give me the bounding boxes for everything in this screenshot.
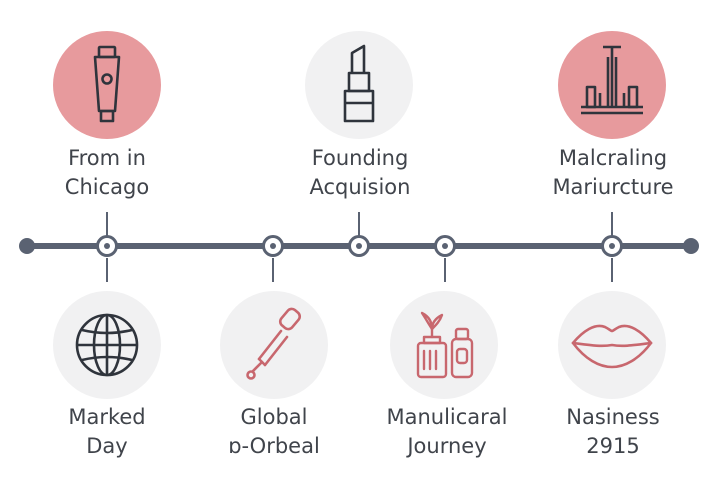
milestone-label-line: Manulicaral <box>386 405 508 429</box>
connector-line <box>358 212 360 236</box>
connector-line <box>611 258 613 282</box>
milestone-bottom-3-circle <box>390 291 498 399</box>
milestone-top-1-label: From in Chicago <box>22 144 192 202</box>
milestone-label-line: Global <box>240 405 308 429</box>
milestone-top-2-circle <box>305 31 413 139</box>
connector-line <box>611 212 613 236</box>
milestone-label-line: Mariurcture <box>552 175 674 199</box>
lips-icon <box>571 324 653 369</box>
milestone-label-line: From in <box>68 146 146 170</box>
milestone-label-line: 2915 <box>586 434 640 458</box>
milestone-bottom-2-label: Global ɒ-Orbeal <box>189 403 359 461</box>
milestone-label-line: Day <box>86 434 128 458</box>
milestone-bottom-2-circle <box>220 291 328 399</box>
milestone-top-3-label: Malcraling Mariurcture <box>528 144 698 202</box>
milestone-label-line: ɒ-Orbeal <box>228 434 320 458</box>
milestone-top-3-circle <box>558 31 666 139</box>
milestone-bottom-4-circle <box>558 291 666 399</box>
dropper-icon <box>246 307 302 380</box>
lipstick-icon <box>343 44 375 123</box>
milestone-bottom-3-label: Manulicaral Journey <box>362 403 532 461</box>
connector-line <box>106 212 108 236</box>
milestone-bottom-4-label: Nasiness 2915 <box>528 403 698 461</box>
milestone-top-2-label: Founding Acquision <box>275 144 445 202</box>
timeline-node <box>262 235 284 257</box>
milestone-label-line: Malcraling <box>558 146 668 170</box>
timeline-node <box>434 235 456 257</box>
connector-line <box>444 258 446 282</box>
timeline-node <box>601 235 623 257</box>
globe-icon <box>75 313 139 377</box>
timeline-start-dot <box>19 238 35 254</box>
milestone-top-1-circle <box>53 31 161 139</box>
milestone-label-line: Founding <box>311 146 409 170</box>
bottles-icon <box>416 311 474 379</box>
milestone-label-line: Journey <box>407 434 487 458</box>
milestone-label-line: Nasiness <box>566 405 660 429</box>
milestone-label-line: Marked <box>68 405 146 429</box>
timeline-node <box>96 235 118 257</box>
milestone-bottom-1-circle <box>53 291 161 399</box>
timeline-end-dot <box>683 238 699 254</box>
timeline-node <box>348 235 370 257</box>
milestone-bottom-1-label: Marked Day <box>22 403 192 461</box>
milestone-label-line: Chicago <box>64 175 150 199</box>
connector-line <box>106 258 108 282</box>
connector-line <box>272 258 274 282</box>
milestone-label-line: Acquision <box>309 175 411 199</box>
factory-icon <box>581 45 643 115</box>
tube-icon <box>93 45 121 123</box>
